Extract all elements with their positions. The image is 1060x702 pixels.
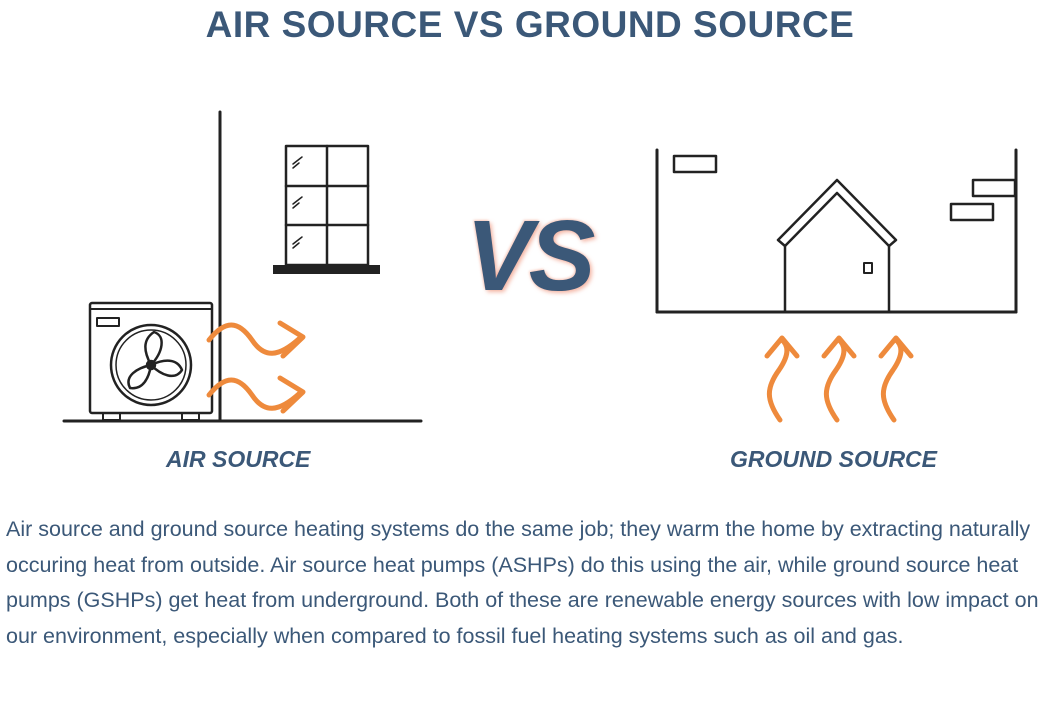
brick: [672, 154, 718, 174]
air-source-scene: [62, 110, 423, 423]
ground-source-scene: [655, 148, 1018, 423]
heat-pump-unit-icon: [88, 301, 214, 421]
brick: [949, 202, 995, 222]
vs-label: VS: [466, 200, 595, 312]
description-paragraph: Air source and ground source heating sys…: [6, 517, 1039, 648]
heat-arrow-icon: [764, 335, 914, 423]
window-icon: [284, 144, 370, 267]
window-sill: [273, 265, 380, 274]
fan-icon: [109, 323, 193, 407]
page-title: AIR SOURCE VS GROUND SOURCE: [205, 4, 855, 45]
brick: [971, 178, 1017, 198]
air-source-caption: AIR SOURCE: [166, 446, 311, 472]
house-icon: [776, 178, 898, 314]
heat-arrow-icon: [206, 320, 306, 414]
ground-source-caption: GROUND SOURCE: [730, 446, 938, 472]
